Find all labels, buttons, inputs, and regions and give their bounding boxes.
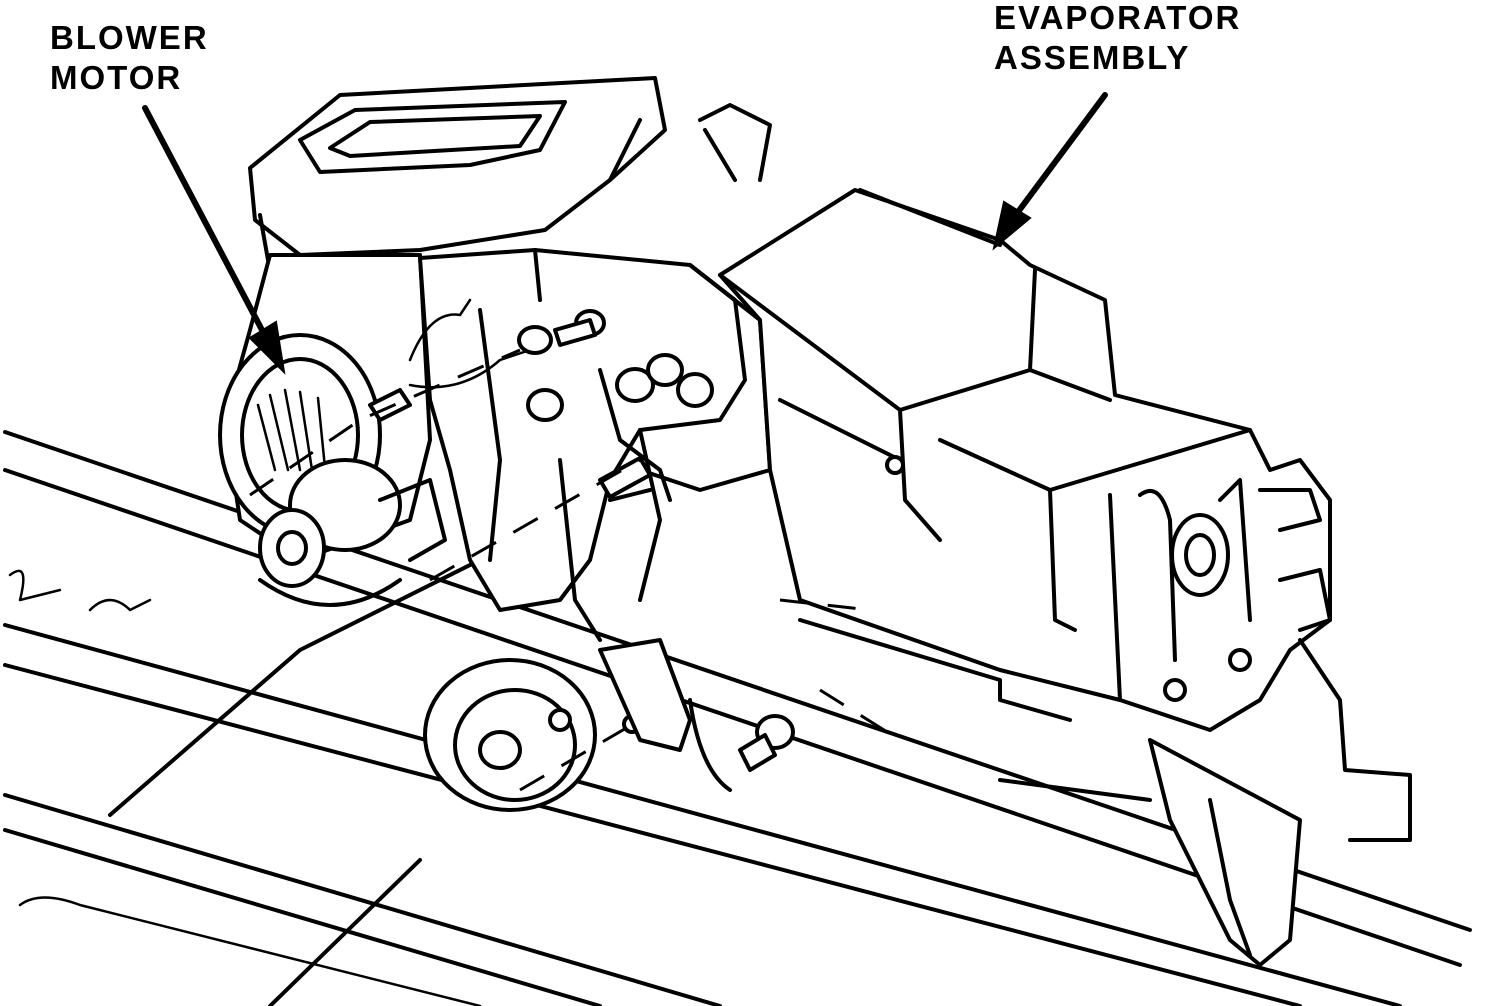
- air-inlet-duct: [248, 76, 772, 262]
- blower-motor: [218, 253, 447, 607]
- evaporator-assembly-leader: [992, 92, 1108, 251]
- blower-motor-leader: [142, 105, 286, 375]
- evaporator-assembly-label-line1: EVAPORATOR: [994, 0, 1242, 36]
- heater-case: [368, 248, 772, 642]
- blower-motor-cap: [258, 508, 326, 588]
- evaporator-assembly-label: EVAPORATOR ASSEMBLY: [994, 0, 1241, 78]
- expansion-valve: [1170, 513, 1230, 597]
- evaporator-assembly-label-line2: ASSEMBLY: [994, 39, 1191, 76]
- alignment-lines: [249, 348, 901, 792]
- blower-motor-label: BLOWER MOTOR: [50, 18, 209, 98]
- drain-tube: [1148, 738, 1302, 967]
- blower-motor-label-line2: MOTOR: [50, 59, 183, 96]
- mounting-stud: [598, 456, 652, 499]
- blower-motor-label-line1: BLOWER: [50, 19, 209, 56]
- heater-core-fitting: [423, 638, 795, 812]
- vacuum-fitting: [517, 325, 553, 355]
- evaporator-assembly: [718, 188, 1412, 967]
